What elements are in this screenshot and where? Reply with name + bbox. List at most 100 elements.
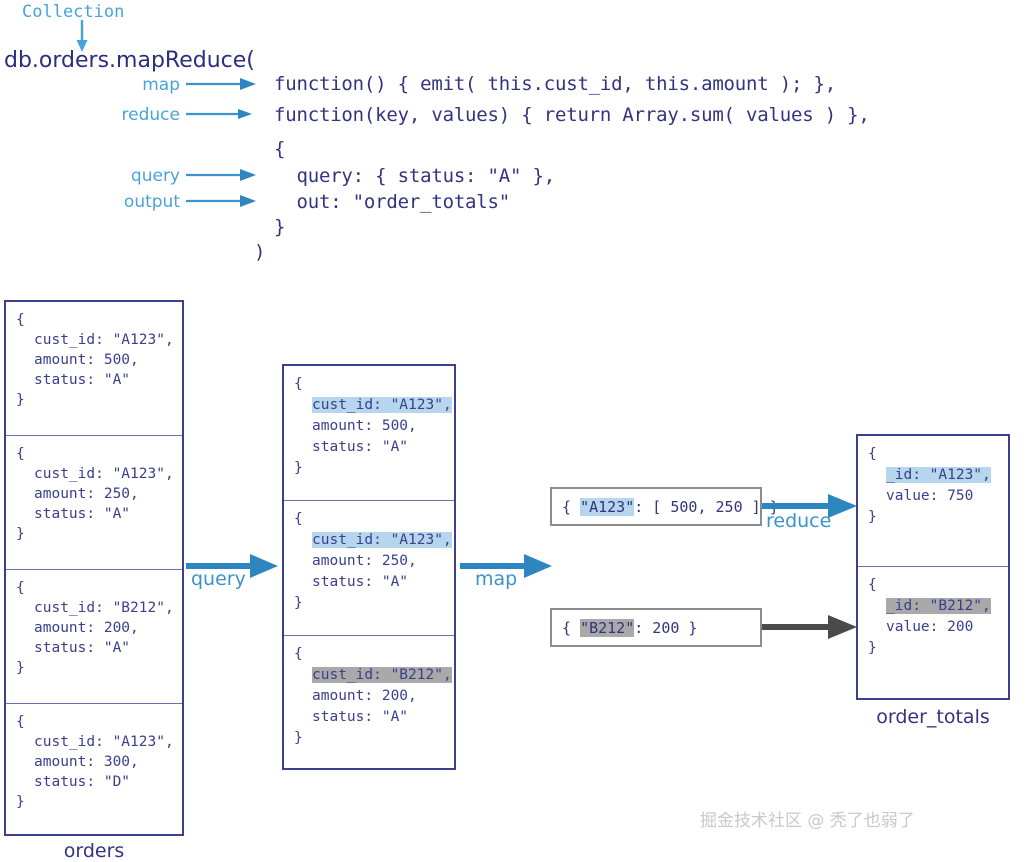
filtered-field-text: amount: 500, (312, 418, 417, 434)
filtered-key-highlight: cust_id: "A123", (312, 397, 452, 413)
code-line-options-close: } (274, 216, 286, 238)
order-totals-caption: order_totals (876, 706, 990, 728)
reduce-flow-label: reduce (766, 510, 832, 532)
output-param-arrow (186, 195, 256, 207)
reduce-flow-arrow-gray (762, 615, 857, 639)
orders-field-text: cust_id: "A123", (34, 734, 174, 750)
code-line-options-open: { (274, 138, 286, 160)
filtered-brace-close: } (294, 730, 303, 746)
orders-brace-close: } (16, 660, 25, 676)
orders-brace-open: { (16, 312, 25, 328)
param-label-reduce: reduce (121, 105, 180, 125)
orders-brace-open: { (16, 714, 25, 730)
collection-label: Collection (22, 2, 125, 22)
orders-field: amount: 300, (6, 752, 182, 772)
filtered-brace-open: { (294, 376, 303, 392)
filtered-field-text: amount: 250, (312, 553, 417, 569)
code-line-query: query: { status: "A" }, (274, 165, 555, 187)
order-totals-box: { _id: "A123", value: 750} { _id: "B212", val… (856, 434, 1010, 700)
code-line-map: function() { emit( this.cust_id, this.am… (274, 73, 836, 95)
filtered-field: amount: 200, (284, 686, 454, 707)
filtered-key-highlight: cust_id: "B212", (312, 667, 452, 683)
query-param-arrow (186, 169, 256, 181)
results-document: { _id: "A123", value: 750} (858, 436, 1008, 567)
orders-field-text: status: "A" (34, 640, 131, 656)
results-brace-open: { (868, 577, 877, 593)
orders-brace-close: } (16, 794, 25, 810)
filtered-brace-open: { (294, 646, 303, 662)
emit-prefix-1: { (562, 618, 581, 637)
emit-suffix-0: : [ 500, 250 ] } (634, 497, 779, 516)
orders-field-text: cust_id: "A123", (34, 466, 174, 482)
filtered-field-text: status: "A" (312, 709, 409, 725)
filtered-brace-close: } (294, 595, 303, 611)
map-flow-label: map (475, 568, 518, 590)
orders-field: status: "A" (6, 504, 182, 524)
orders-field-text: amount: 300, (34, 754, 139, 770)
code-line-out: out: "order_totals" (274, 191, 511, 213)
filtered-key-field-highlighted: cust_id: "A123", (284, 395, 454, 416)
collection-pointer-arrow (76, 20, 88, 52)
filtered-brace-open: { (294, 511, 303, 527)
results-field: value: 200 (858, 617, 1008, 638)
orders-field: status: "A" (6, 370, 182, 390)
results-key-field-highlighted: _id: "B212", (858, 596, 1008, 617)
emitted-pair-b212-box: { "B212": 200 } (550, 608, 762, 647)
orders-collection-box: { cust_id: "A123", amount: 500, status: "A"… (4, 300, 184, 836)
filtered-key-highlight: cust_id: "A123", (312, 532, 452, 548)
map-flow-arrow (460, 554, 552, 578)
filtered-field: status: "A" (284, 572, 454, 593)
filtered-brace-close: } (294, 460, 303, 476)
orders-field-text: amount: 250, (34, 486, 139, 502)
orders-field-text: cust_id: "B212", (34, 600, 174, 616)
emit-key-0: "A123" (580, 497, 635, 516)
emit-prefix-0: { (562, 497, 581, 516)
code-line-reduce: function(key, values) { return Array.sum… (274, 104, 870, 126)
orders-field: cust_id: "A123", (6, 732, 182, 752)
orders-field: amount: 500, (6, 350, 182, 370)
orders-field: cust_id: "B212", (6, 598, 182, 618)
orders-field-text: amount: 200, (34, 620, 139, 636)
orders-field-text: status: "A" (34, 372, 131, 388)
param-label-query: query (130, 166, 180, 186)
orders-brace-close: } (16, 526, 25, 542)
orders-field-text: status: "D" (34, 774, 131, 790)
results-field-text: value: 750 (886, 488, 974, 504)
orders-document: { cust_id: "A123", amount: 300, status: "D"… (6, 704, 182, 838)
emit-suffix-1: : 200 } (634, 618, 698, 637)
orders-brace-close: } (16, 392, 25, 408)
filtered-field-text: status: "A" (312, 574, 409, 590)
query-flow-arrow (186, 554, 278, 578)
orders-field-text: status: "A" (34, 506, 131, 522)
results-brace-open: { (868, 446, 877, 462)
orders-field-text: cust_id: "A123", (34, 332, 174, 348)
filtered-field-text: amount: 200, (312, 688, 417, 704)
param-label-output: output (123, 192, 180, 212)
orders-document: {cust_id: "B212",amount: 200,status: "A"… (6, 570, 182, 704)
filtered-field: status: "A" (284, 707, 454, 728)
orders-field: status: "D" (6, 772, 182, 792)
map-param-arrow (186, 78, 256, 90)
filtered-field: amount: 500, (284, 416, 454, 437)
orders-field: cust_id: "A123", (6, 464, 182, 484)
filtered-document: { cust_id: "B212", amount: 200, status: "A"… (284, 636, 454, 771)
results-key-highlight: _id: "A123", (886, 467, 991, 483)
results-key-highlight: _id: "B212", (886, 598, 991, 614)
results-brace-close: } (868, 640, 877, 656)
emit-key-1: "B212" (580, 618, 635, 637)
orders-document: { cust_id: "A123", amount: 500, status: "A"… (6, 302, 182, 436)
filtered-field: amount: 250, (284, 551, 454, 572)
orders-field-text: amount: 500, (34, 352, 139, 368)
results-brace-close: } (868, 509, 877, 525)
orders-field: cust_id: "A123", (6, 330, 182, 350)
orders-field: status: "A" (6, 638, 182, 658)
orders-caption: orders (63, 840, 125, 862)
orders-brace-open: { (16, 446, 25, 462)
filtered-documents-box: { cust_id: "A123", amount: 500, status: "A"… (282, 364, 456, 770)
orders-document: { cust_id: "A123", amount: 250, status: "A"… (6, 436, 182, 570)
filtered-key-field-highlighted: cust_id: "B212", (284, 665, 454, 686)
filtered-field-text: status: "A" (312, 439, 409, 455)
method-call-line: db.orders.mapReduce( (4, 48, 255, 73)
orders-field: amount: 250, (6, 484, 182, 504)
param-label-map: map (142, 75, 180, 95)
